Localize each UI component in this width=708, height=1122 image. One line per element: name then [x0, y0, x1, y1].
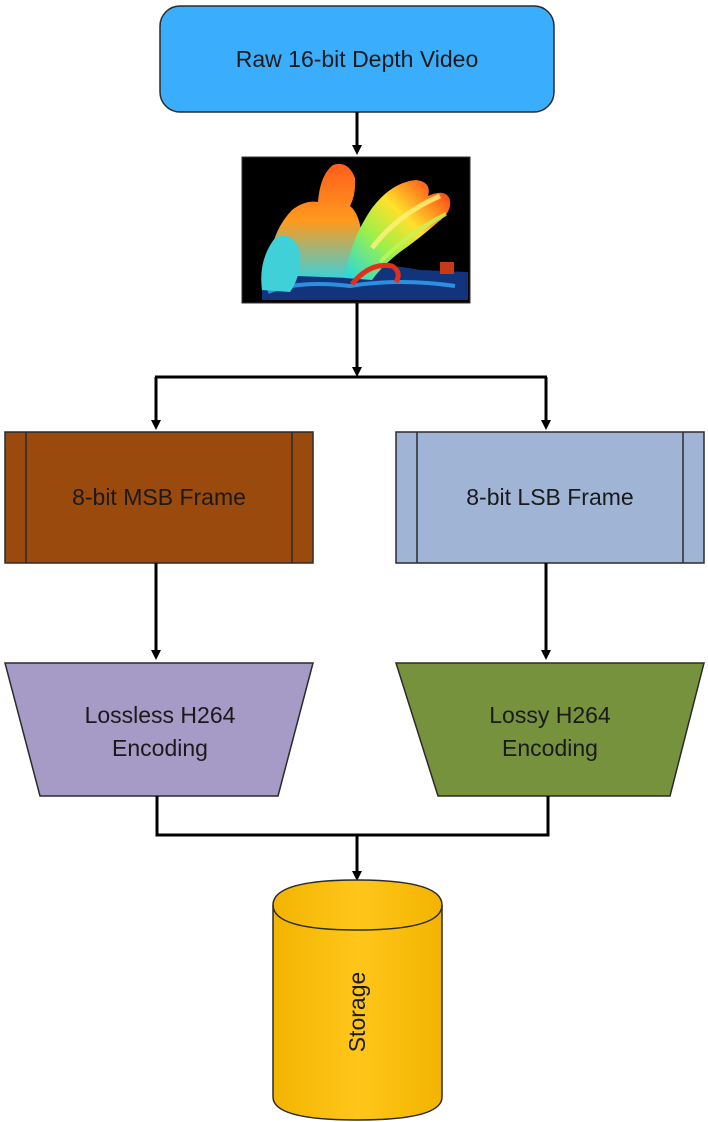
lossy-line1: Lossy H264	[489, 702, 611, 728]
lossless-line1: Lossless H264	[85, 702, 236, 728]
raw-video-label: Raw 16-bit Depth Video	[236, 46, 479, 72]
lossless-encoding-node: Lossless H264 Encoding	[4, 662, 314, 797]
depth-frame-image	[241, 156, 471, 304]
lsb-frame-label: 8-bit LSB Frame	[466, 484, 633, 510]
lsb-frame-node: 8-bit LSB Frame	[395, 431, 705, 564]
storage-node: Storage	[272, 879, 443, 1121]
merge-connector	[155, 796, 550, 837]
lossy-line2: Encoding	[502, 735, 598, 761]
lossless-line2: Encoding	[112, 735, 208, 761]
lossy-encoding-node: Lossy H264 Encoding	[394, 662, 705, 797]
msb-frame-label: 8-bit MSB Frame	[72, 484, 246, 510]
raw-video-node: Raw 16-bit Depth Video	[159, 5, 555, 113]
msb-frame-node: 8-bit MSB Frame	[4, 431, 314, 564]
storage-label: Storage	[344, 972, 370, 1053]
